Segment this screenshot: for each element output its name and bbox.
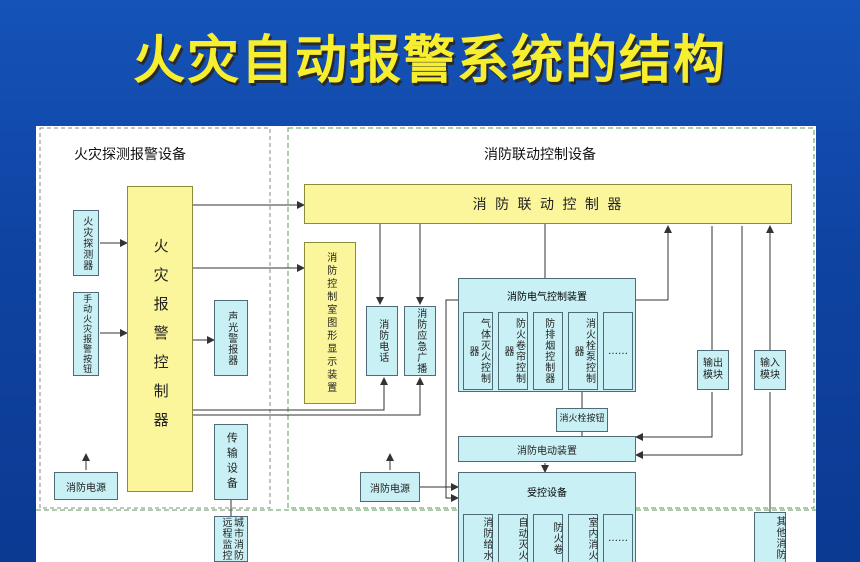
- other-fire-box: 其他消防: [754, 512, 786, 562]
- emergency-broadcast-box: 消防应急广播: [404, 306, 436, 376]
- motor-device-box: 消防电动装置: [458, 436, 636, 462]
- sound-light-alarm-box: 声光警报器: [214, 300, 248, 376]
- indoor-hydrant-box: 室内消火: [568, 514, 598, 562]
- fire-shutter-box: 防火卷: [533, 514, 563, 562]
- shutter-ctrl-box: 防火卷帘控制器: [498, 312, 528, 390]
- power-right-box: 消防电源: [360, 472, 420, 502]
- ellipsis-1-box: ……: [603, 312, 633, 390]
- auto-extinguish-box: 自动灭火: [498, 514, 528, 562]
- smoke-exhaust-ctrl-box: 防排烟控制器: [533, 312, 563, 390]
- page-title: 火灾自动报警系统的结构: [132, 31, 727, 91]
- control-room-display-box: 消防控制室图形显示装置: [304, 242, 356, 404]
- left-group-label: 火灾探测报警设备: [74, 147, 186, 163]
- input-module-box: 输入模块: [754, 350, 786, 390]
- fire-alarm-controller-box: 火灾报警控制器: [127, 186, 193, 492]
- output-module-box: 输出模块: [697, 350, 729, 390]
- gas-extinguish-ctrl-box: 气体灭火控制器: [463, 312, 493, 390]
- transmission-device-box: 传输设备: [214, 424, 248, 500]
- fire-detector-box: 火灾探测器: [73, 210, 99, 276]
- ellipsis-2-box: ……: [603, 514, 633, 562]
- fire-phone-box: 消防电话: [366, 306, 398, 376]
- hydrant-pump-ctrl-box: 消火栓泵控制器: [568, 312, 598, 390]
- power-left-box: 消防电源: [54, 472, 118, 500]
- manual-button-box: 手动火灾报警按钮: [73, 292, 99, 376]
- city-remote-monitor-box: 城市消防远程监控: [214, 516, 248, 562]
- hydrant-button-box: 消火栓按钮: [556, 408, 608, 432]
- electrical-control-label: 消防电气控制装置: [507, 292, 587, 303]
- controlled-equipment-label: 受控设备: [527, 488, 567, 499]
- linkage-controller-box: 消 防 联 动 控 制 器: [304, 184, 792, 224]
- water-supply-box: 消防给水: [463, 514, 493, 562]
- right-group-label: 消防联动控制设备: [484, 147, 596, 163]
